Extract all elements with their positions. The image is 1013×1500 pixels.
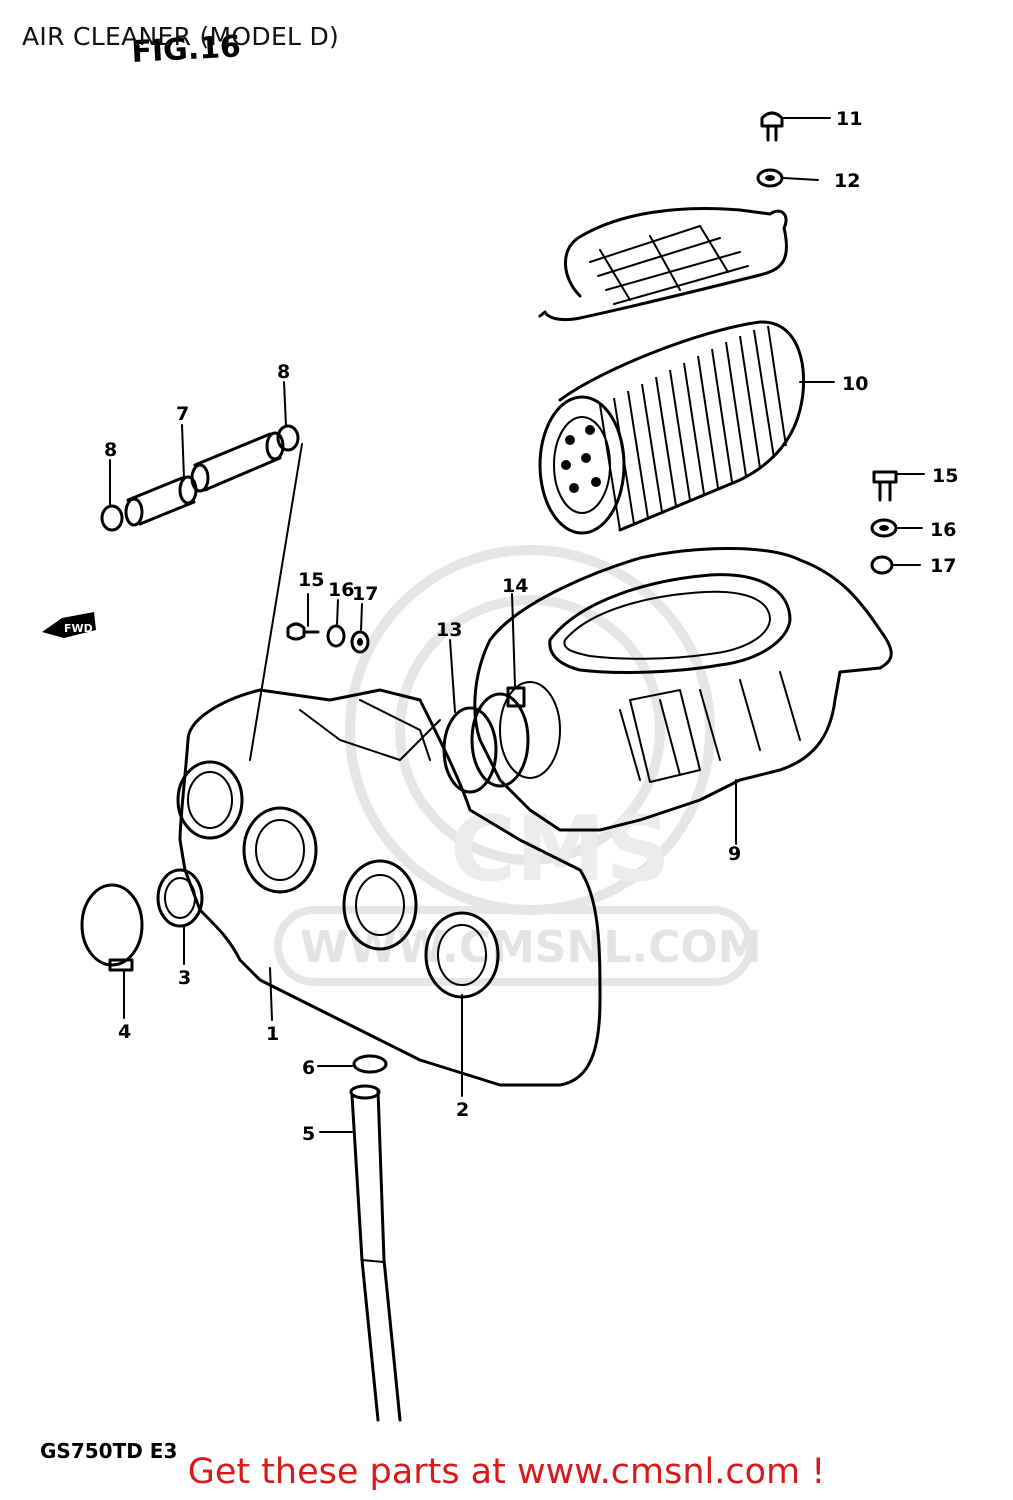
callout-5: 5 — [302, 1123, 315, 1145]
part-9-air-cleaner-case — [473, 547, 893, 845]
callout-17-right: 17 — [930, 555, 956, 577]
fwd-arrow: FWD — [42, 612, 96, 638]
callout-2: 2 — [456, 1099, 469, 1121]
part-8-clamp-left — [100, 459, 124, 532]
part-12-nut — [756, 168, 819, 188]
part-15-bolt-left — [286, 593, 320, 641]
callout-7: 7 — [176, 403, 189, 425]
part-5-drain-hose — [319, 1084, 402, 1422]
callout-3: 3 — [178, 967, 191, 989]
callout-13: 13 — [436, 619, 462, 641]
air-cleaner-cover — [538, 207, 788, 322]
callout-12: 12 — [834, 170, 860, 192]
part-3-seal — [156, 868, 204, 965]
footer-promo-link[interactable]: Get these parts at www.cmsnl.com ! — [187, 1452, 826, 1492]
part-14-clip — [506, 593, 526, 708]
watermark-cms: CMS — [450, 797, 670, 902]
callout-1: 1 — [266, 1023, 279, 1045]
callout-15-right: 15 — [932, 465, 958, 487]
part-17-nut-right — [870, 555, 921, 575]
callout-15-left: 15 — [298, 569, 324, 591]
callout-8-left: 8 — [104, 439, 117, 461]
callout-16-right: 16 — [930, 519, 956, 541]
callout-4: 4 — [118, 1021, 131, 1043]
callout-11: 11 — [836, 108, 862, 130]
callout-17-left: 17 — [352, 583, 378, 605]
callout-8-right: 8 — [277, 361, 290, 383]
part-11-screw — [760, 111, 831, 142]
part-6-clip — [317, 1054, 388, 1074]
part-16-washer-right — [870, 518, 923, 538]
fwd-label: FWD — [64, 622, 93, 635]
part-4-clamp-band — [80, 883, 144, 1019]
part-7-breather-hose — [124, 424, 285, 527]
part-13-clamp-joint — [442, 639, 561, 794]
part-15-bolt-right — [872, 470, 925, 502]
callout-10: 10 — [842, 373, 868, 395]
part-16-washer-left — [326, 599, 346, 648]
callout-9: 9 — [728, 843, 741, 865]
callout-14: 14 — [502, 575, 528, 597]
callout-6: 6 — [302, 1057, 315, 1079]
callout-16-left: 16 — [328, 579, 354, 601]
watermark: CMS WWW.CMSNL.COM — [274, 545, 762, 986]
page-title: AIR CLEANER (MODEL D) — [22, 22, 340, 51]
part-10-filter-element — [538, 320, 835, 535]
part-17-nut-left — [350, 603, 370, 654]
model-code: GS750TD E3 — [40, 1439, 177, 1463]
part-8-clamp-right — [249, 381, 303, 761]
fig-label: FIG.16 — [131, 29, 242, 70]
